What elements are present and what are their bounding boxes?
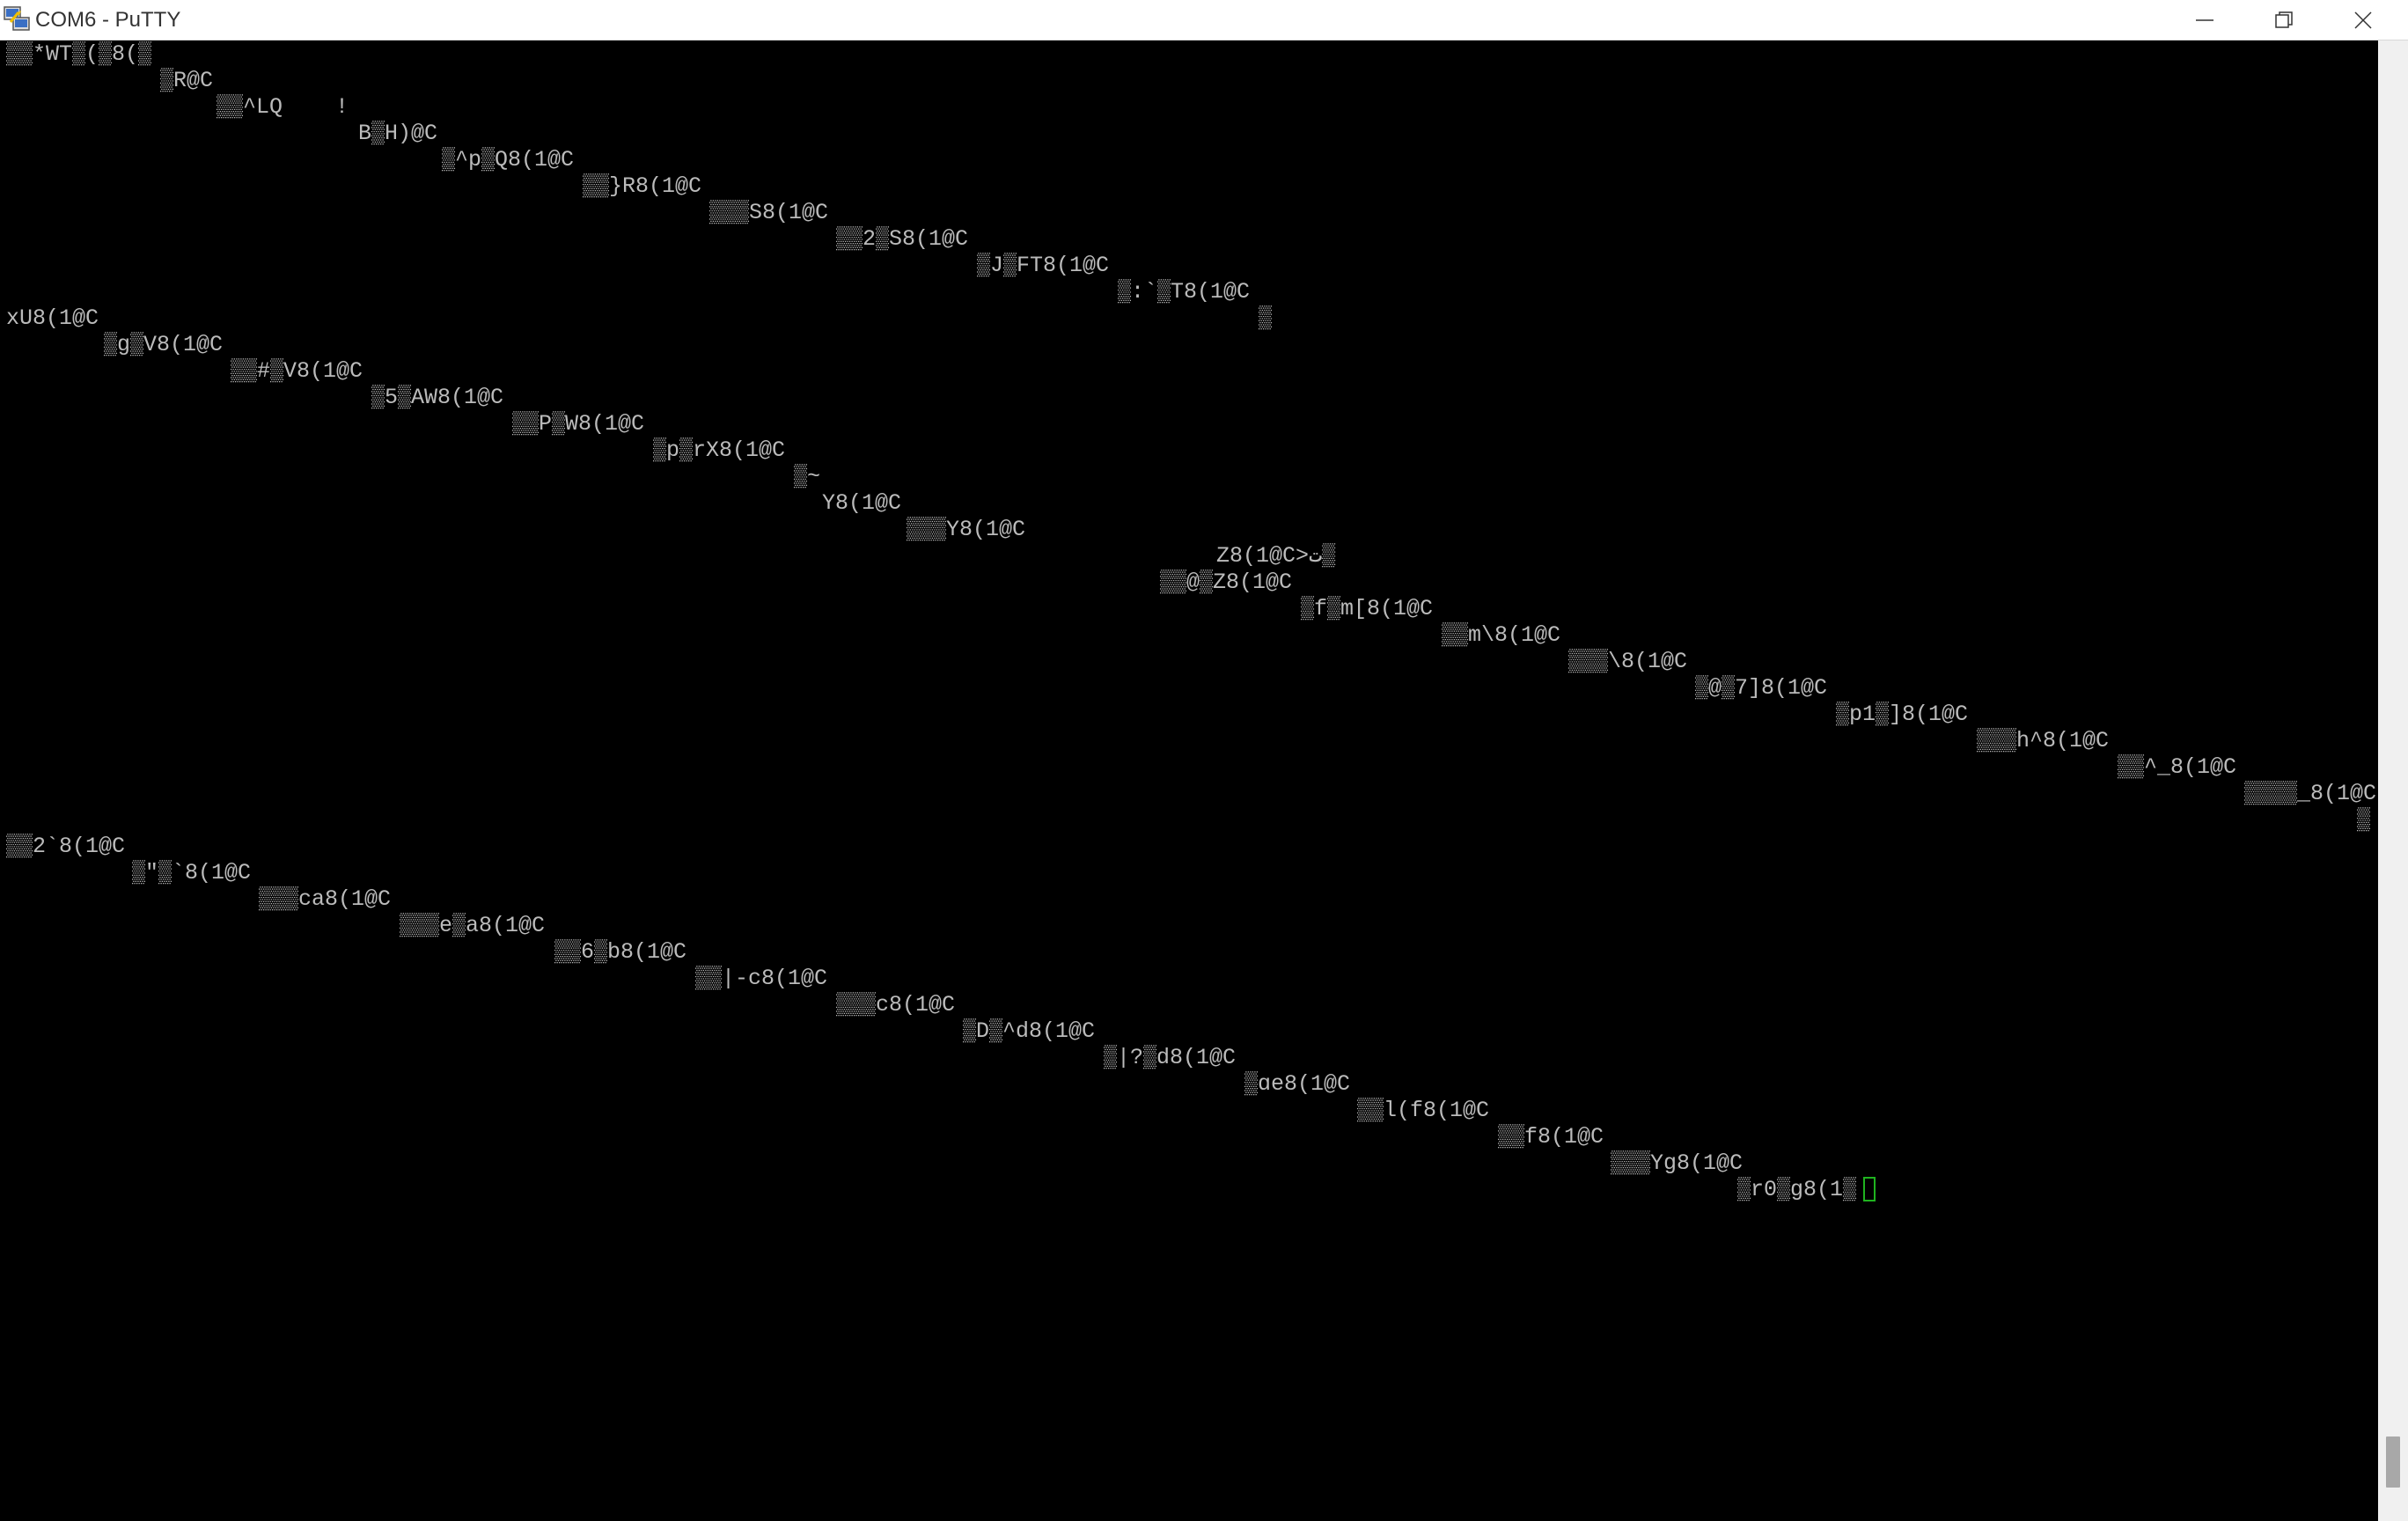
terminal-line: ▒▒▒h^8(1@C	[1977, 728, 2110, 753]
title-bar[interactable]: COM6 - PuTTY	[0, 0, 2408, 40]
terminal-line: ▒	[1259, 305, 1273, 331]
terminal-line: ▒▒^LQ !	[217, 94, 349, 120]
terminal-line: ▒▒m\8(1@C	[1442, 622, 1561, 648]
terminal-line: ▒ɑe8(1@C	[1244, 1071, 1351, 1097]
terminal-line: ▒▒}R8(1@C	[583, 173, 702, 199]
putty-icon	[4, 6, 30, 31]
terminal-line: ▒▒▒ca8(1@C	[259, 886, 392, 912]
terminal-line: ▒g▒V8(1@C	[104, 332, 224, 357]
window-title: COM6 - PuTTY	[35, 8, 181, 32]
terminal-line: ▒f▒m[8(1@C	[1301, 596, 1434, 621]
terminal-line: ▒"▒`8(1@C	[132, 860, 252, 885]
terminal-line: ▒▒▒▒_8(1@C	[2244, 781, 2377, 806]
terminal-line: ▒▒l(f8(1@C	[1357, 1098, 1490, 1123]
terminal-line: ▒▒@▒Z8(1@C	[1160, 569, 1293, 595]
terminal-line: ▒▒|-c8(1@C	[695, 966, 828, 991]
terminal-line: ▒^p▒Q8(1@C	[442, 147, 575, 173]
terminal-line: ▒|?▒d8(1@C	[1104, 1045, 1237, 1070]
terminal-line: ▒▒▒Yg8(1@C	[1611, 1150, 1744, 1176]
terminal-line: ▒▒P▒W8(1@C	[512, 411, 645, 437]
terminal-line: xU8(1@C	[6, 305, 99, 331]
vertical-scrollbar[interactable]	[2378, 40, 2408, 1521]
terminal-line: B▒H)@C	[358, 121, 438, 146]
terminal-line: ▒:`▒T8(1@C	[1118, 279, 1251, 305]
terminal-line: ▒~	[794, 464, 821, 489]
terminal-line: ▒▒#▒V8(1@C	[231, 358, 363, 384]
terminal-area[interactable]: ▒▒*WT▒(▒8(▒ ▒R@C ▒▒^LQ ! B▒H)@C ▒^p▒Q8(1…	[0, 40, 2378, 1521]
text-cursor	[1863, 1177, 1876, 1201]
terminal-line: ▒▒▒Y8(1@C	[907, 517, 1026, 542]
minimize-icon	[2196, 18, 2213, 21]
scrollbar-thumb[interactable]	[2386, 1436, 2400, 1488]
terminal-line: ▒5▒AW8(1@C	[371, 385, 504, 410]
terminal-line: ▒	[2357, 807, 2371, 833]
terminal-line: ▒▒*WT▒(▒8(▒	[6, 41, 152, 67]
terminal-line: ▒p▒rX8(1@C	[653, 437, 786, 463]
terminal-line: ▒▒▒S8(1@C	[709, 200, 829, 225]
terminal-line: Z8(1@C>ت▒	[1216, 543, 1336, 569]
terminal-line: ▒r0▒g8(1▒	[1737, 1177, 1857, 1202]
terminal-line: ▒▒f8(1@C	[1498, 1124, 1604, 1150]
terminal-line: ▒▒▒\8(1@C	[1568, 649, 1688, 674]
terminal-line: ▒▒2▒S8(1@C	[836, 226, 969, 252]
terminal-line: ▒▒6▒b8(1@C	[554, 939, 687, 965]
terminal-line: ▒p1▒]8(1@C	[1836, 702, 1969, 727]
terminal-line: ▒@▒7]8(1@C	[1695, 675, 1828, 701]
terminal-line: ▒▒▒e▒a8(1@C	[400, 913, 546, 938]
terminal-line: ▒▒▒c8(1@C	[836, 992, 956, 1018]
close-button[interactable]	[2324, 0, 2403, 40]
terminal-line: Y8(1@C	[822, 490, 902, 516]
restore-icon	[2275, 11, 2293, 28]
minimize-button[interactable]	[2165, 0, 2244, 40]
terminal-line: ▒R@C	[160, 68, 214, 93]
restore-button[interactable]	[2244, 0, 2324, 40]
terminal-line: ▒D▒^d8(1@C	[963, 1018, 1096, 1044]
close-icon	[2354, 11, 2372, 29]
terminal-line: ▒▒^_8(1@C	[2118, 754, 2237, 780]
terminal-line: ▒J▒FT8(1@C	[977, 253, 1110, 278]
terminal-line: ▒▒2`8(1@C	[6, 834, 126, 859]
